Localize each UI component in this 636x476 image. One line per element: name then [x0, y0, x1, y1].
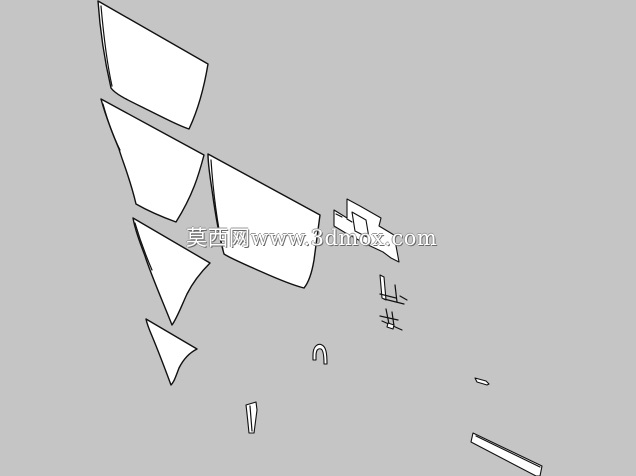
- panel-3: [132, 217, 211, 326]
- panel-1-edge: [100, 5, 113, 87]
- panel-3-edge: [134, 222, 153, 271]
- latch-edge: [249, 405, 253, 432]
- frame-edge: [335, 213, 353, 223]
- panel-4: [145, 318, 198, 386]
- panel-1: [97, 0, 209, 130]
- small-bracket: [379, 308, 403, 331]
- watermark-text: 莫西网www.3dmox.com: [186, 226, 438, 250]
- door-panel-edge: [210, 159, 224, 251]
- door-panel: [207, 153, 321, 289]
- u-hook: [312, 343, 328, 365]
- long-strip-edge: [475, 435, 541, 468]
- pin-part: [474, 377, 490, 386]
- bracket-assembly: [379, 274, 408, 305]
- long-strip: [470, 432, 543, 476]
- panel-2-edge: [102, 103, 121, 151]
- frame-cutout: [351, 211, 370, 239]
